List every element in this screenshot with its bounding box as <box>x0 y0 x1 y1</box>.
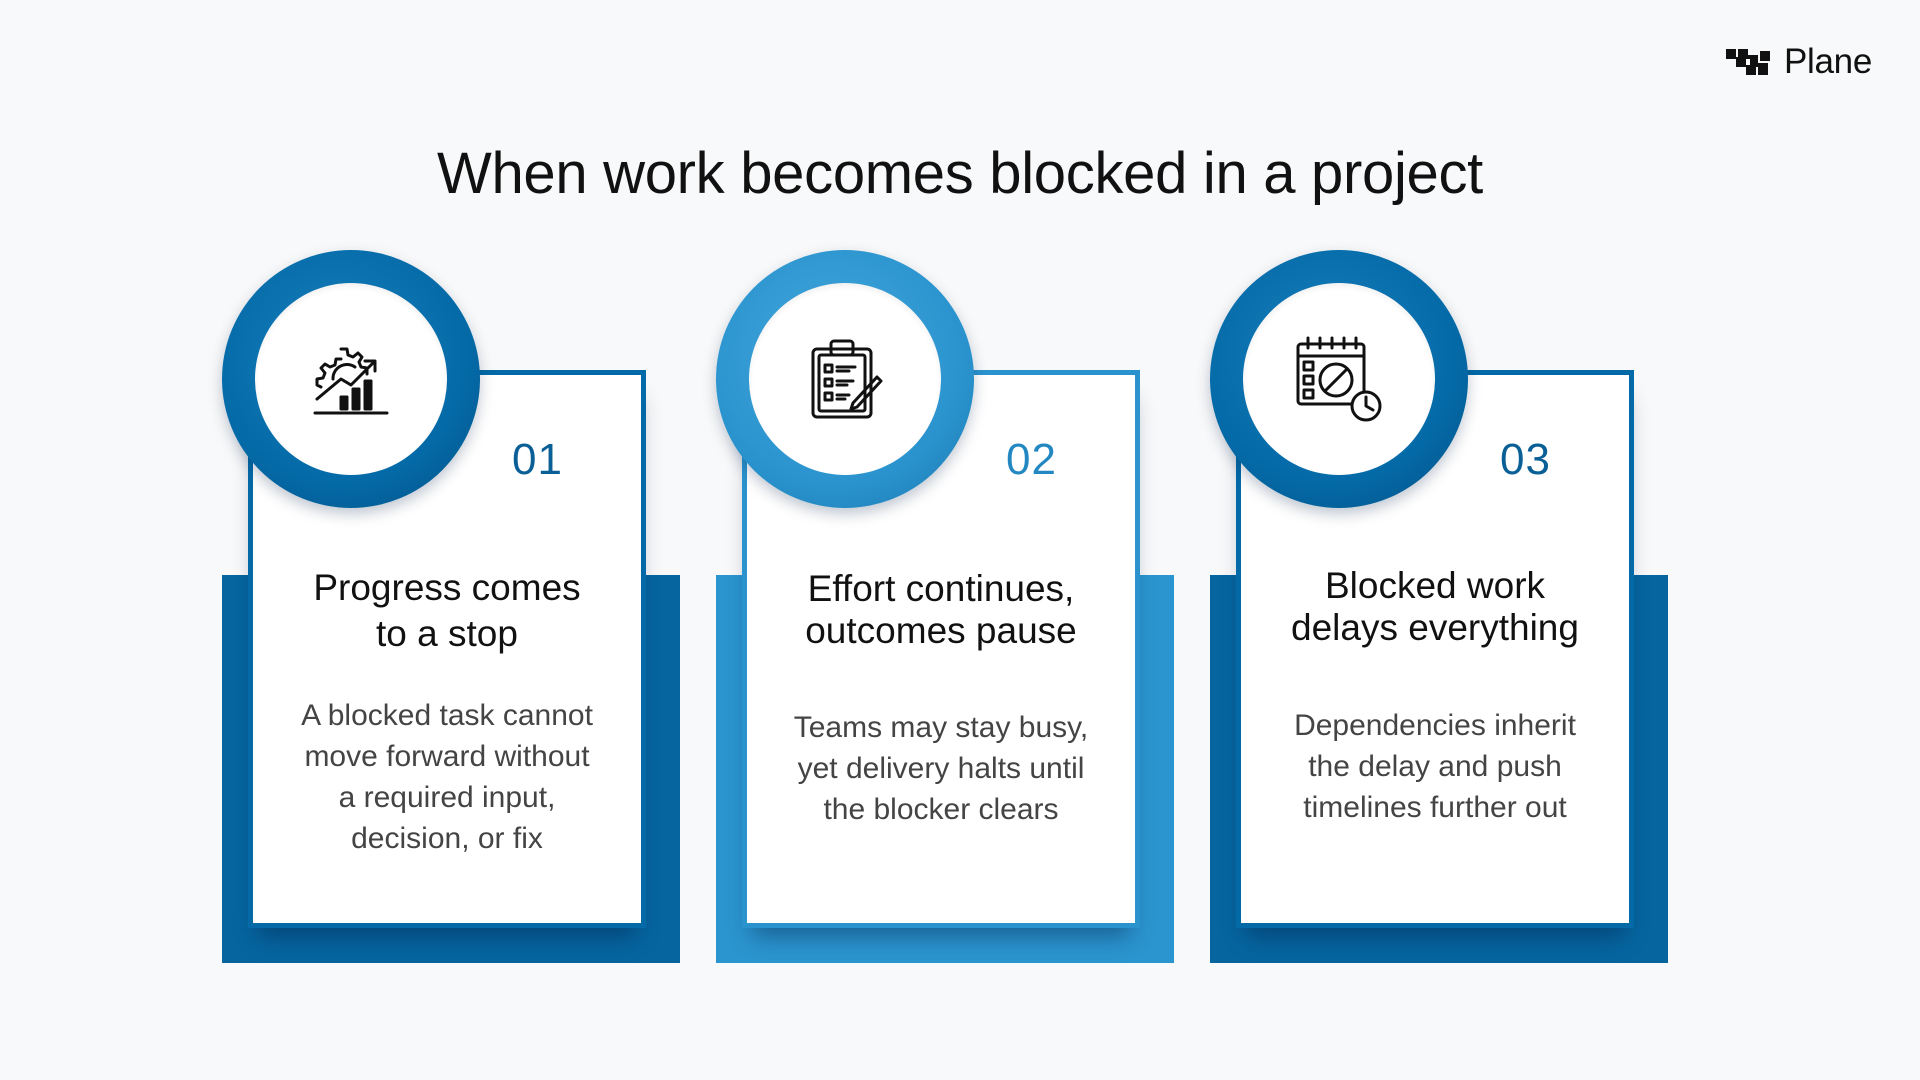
blocked-calendar-clock-icon <box>1296 336 1382 422</box>
icon-circle <box>749 283 941 475</box>
icon-circle <box>1243 283 1435 475</box>
gear-chart-icon <box>313 347 389 415</box>
card-description: A blocked task cannot move forward witho… <box>301 699 593 855</box>
step-card-3: 03 Blocked work delays everything Depend… <box>1210 250 1670 965</box>
card-title: Progress comes to a stop <box>313 567 581 654</box>
icon-ring <box>222 250 480 508</box>
brand-name: Plane <box>1783 42 1872 81</box>
icon-ring <box>1210 250 1468 508</box>
step-number: 01 <box>512 435 563 484</box>
page-title: When work becomes blocked in a project <box>437 141 1483 206</box>
step-card-1: 01 Progress comes to a stop A blocked ta… <box>222 250 682 965</box>
step-number: 02 <box>1006 435 1057 484</box>
clipboard-checklist-icon <box>811 339 883 419</box>
plane-logo-icon <box>1725 49 1770 75</box>
brand-logo: Plane <box>1724 42 1872 82</box>
icon-ring <box>716 250 974 508</box>
card-title: Effort continues, outcomes pause <box>805 568 1077 651</box>
step-number: 03 <box>1500 435 1551 484</box>
card-description: Dependencies inherit the delay and push … <box>1294 709 1576 824</box>
icon-circle <box>255 283 447 475</box>
step-card-2: 02 Effort continues, outcomes pause Team… <box>716 250 1176 965</box>
card-title: Blocked work delays everything <box>1291 565 1579 648</box>
card-description: Teams may stay busy, yet delivery halts … <box>793 711 1089 826</box>
